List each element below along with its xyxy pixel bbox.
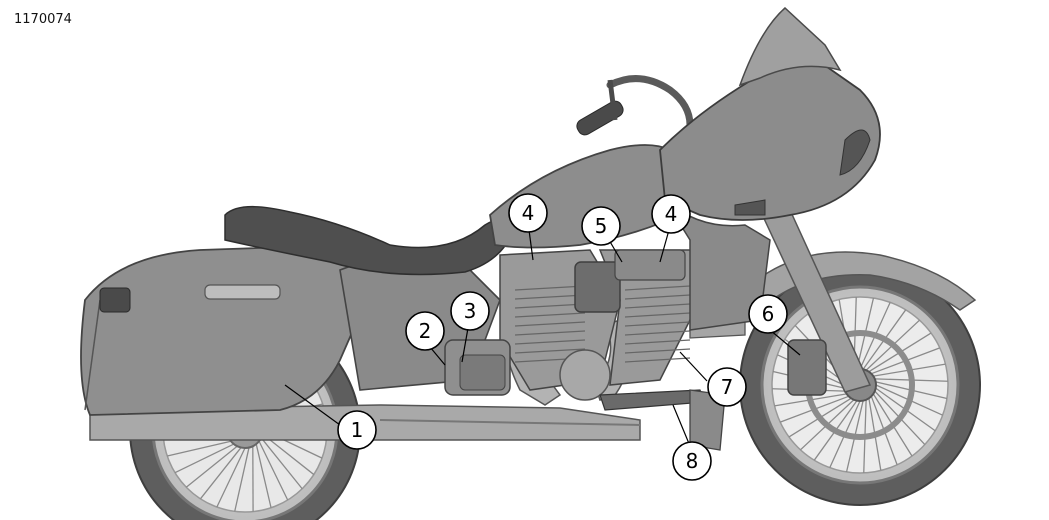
cylinder-fin — [514, 294, 586, 300]
cylinder-fin — [514, 348, 586, 354]
callout: 4 — [508, 193, 548, 233]
wheel-spoke — [167, 440, 232, 457]
callout-label: 7 — [721, 375, 734, 399]
wheel-spoke — [255, 443, 272, 508]
cylinder-fin — [624, 294, 691, 300]
wheel-spoke — [185, 445, 238, 488]
cylinder-fin — [514, 339, 586, 345]
callout: 8 — [672, 441, 712, 481]
cylinder-fin — [514, 285, 586, 291]
cylinder-fin — [624, 339, 691, 345]
cylinder-fin — [514, 321, 586, 327]
wheel-spoke — [260, 437, 303, 490]
callout: 2 — [405, 311, 445, 351]
cylinder-fin — [624, 357, 691, 363]
leader-lines — [284, 229, 801, 447]
brake-caliper — [787, 339, 827, 396]
rear-light — [99, 287, 131, 313]
cylinder-fin — [624, 312, 691, 318]
cylinder-fin — [624, 321, 691, 327]
callout-label: 1 — [351, 418, 364, 442]
figure-id: 1170074 — [14, 12, 72, 27]
saddlebag — [80, 244, 376, 416]
wheel-spoke — [262, 433, 315, 476]
engine — [444, 249, 701, 401]
callout-label: 5 — [595, 214, 608, 238]
callout: 5 — [581, 206, 621, 246]
callout-label: 6 — [762, 302, 775, 326]
air-cleaner — [574, 261, 621, 313]
wheel-spoke — [216, 447, 246, 508]
cylinder-fin — [514, 330, 586, 336]
windshield — [738, 6, 842, 87]
callout-label: 4 — [665, 202, 678, 226]
callout: 3 — [450, 291, 490, 331]
cylinder-fin — [624, 303, 691, 309]
handlebar — [606, 75, 694, 129]
cylinder-fin — [624, 348, 691, 354]
wheel-spoke — [174, 443, 235, 474]
callout: 7 — [707, 367, 747, 407]
handlebar-grip — [576, 100, 624, 136]
cylinder-fin — [624, 285, 691, 291]
callout: 1 — [337, 410, 377, 450]
turn-signal — [734, 199, 766, 216]
saddlebag-latch — [204, 284, 281, 300]
callout-label: 4 — [522, 201, 535, 225]
wheel-spoke — [234, 447, 250, 512]
cylinder-fin — [624, 330, 691, 336]
engine-cover — [559, 349, 611, 401]
wheel-spoke — [199, 447, 242, 500]
callout-label: 8 — [686, 449, 699, 473]
fairing — [659, 54, 881, 221]
wheel-spoke — [258, 440, 289, 501]
callout-label: 3 — [464, 299, 477, 323]
callout: 6 — [748, 294, 788, 334]
callout: 4 — [651, 194, 691, 234]
cylinder-fin — [514, 312, 586, 318]
cylinder-fin — [514, 303, 586, 309]
callout-label: 2 — [419, 319, 432, 343]
